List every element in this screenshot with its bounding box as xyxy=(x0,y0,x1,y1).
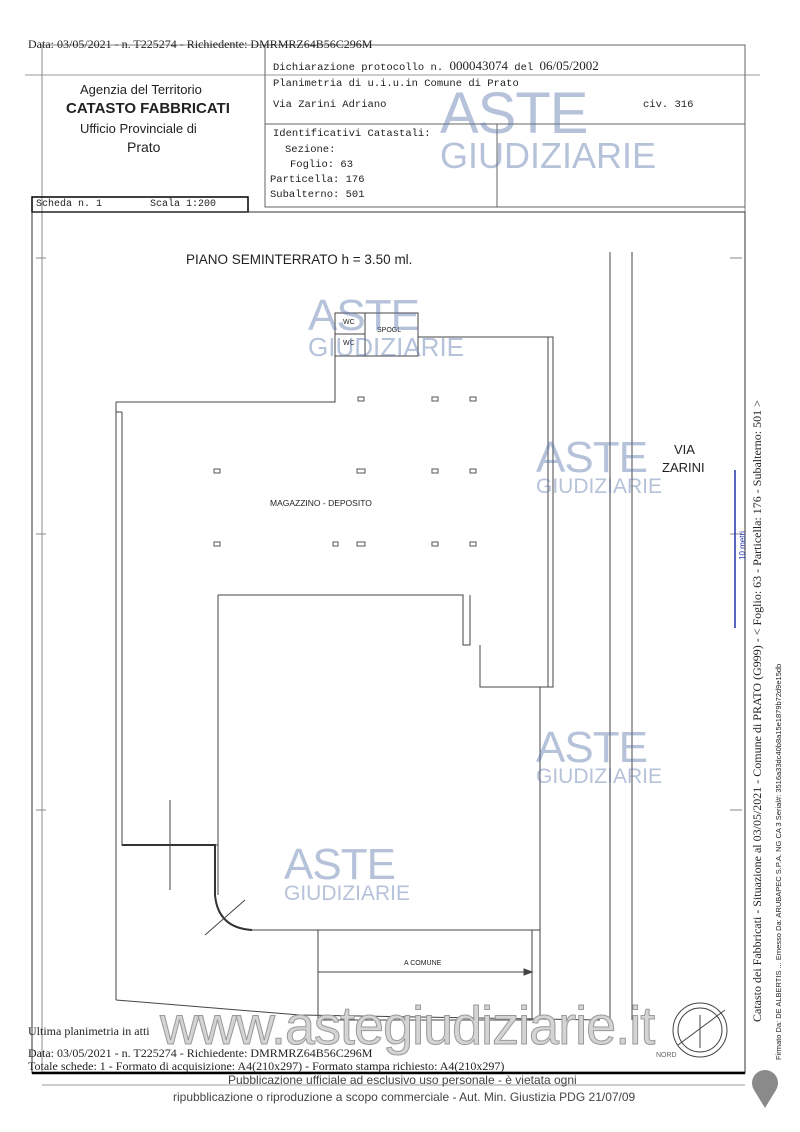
declaration-date: 06/05/2002 xyxy=(539,58,599,73)
scale-label: Scala 1:200 xyxy=(150,199,217,210)
office-label: Ufficio Provinciale di xyxy=(80,121,197,136)
civic-number: civ. 316 xyxy=(643,99,694,111)
foglio: Foglio: 63 xyxy=(290,159,354,171)
publication-notice-2: ripubblicazione o riproduzione a scopo c… xyxy=(173,1090,636,1104)
common-area-label: A COMUNE xyxy=(404,960,442,967)
watermark-giudiziarie: GIUDIZIARIE xyxy=(308,331,465,362)
watermark-aste: ASTE xyxy=(284,840,396,889)
watermark-aste: ASTE xyxy=(536,433,648,482)
declaration-number: 000043074 xyxy=(449,58,508,73)
plan-description: Planimetria di u.i.u.in Comune di Prato xyxy=(273,78,519,90)
watermark-giudiziarie: GIUDIZIARIE xyxy=(536,764,663,788)
side-digital-signature: Firmato Da: DE ALBERTIS ... Emesso Da: A… xyxy=(774,663,783,1060)
street-label-via: VIA xyxy=(674,442,695,457)
floor-title: PIANO SEMINTERRATO h = 3.50 ml. xyxy=(186,252,413,267)
top-request-line: Data: 03/05/2021 - n. T225274 - Richiede… xyxy=(28,37,373,51)
north-label: NORD xyxy=(656,1052,677,1059)
side-catasto-info: Catasto dei Fabbricati - Situazione al 0… xyxy=(750,400,764,1022)
scheda-number: Scheda n. 1 xyxy=(36,199,103,210)
address: Via Zarini Adriano xyxy=(273,99,387,111)
room-label-wc-2: WC xyxy=(343,340,355,347)
footer-data-line: Data: 03/05/2021 - n. T225274 - Richiede… xyxy=(28,1046,373,1060)
ids-title: Identificativi Catastali: xyxy=(273,128,431,140)
catasto-title: CATASTO FABBRICATI xyxy=(66,100,230,117)
watermark-aste: ASTE xyxy=(536,723,648,772)
watermark-giudiziarie: GIUDIZIARIE xyxy=(536,474,663,498)
watermark-aste: ASTE xyxy=(308,291,420,340)
last-plan-note: Ultima planimetria in atti xyxy=(28,1024,150,1038)
sezione: Sezione: xyxy=(285,144,336,156)
room-label-wc-1: WC xyxy=(343,319,355,326)
footer-totals: Totale schede: 1 - Formato di acquisizio… xyxy=(28,1059,505,1073)
watermark-aste: ASTE xyxy=(440,81,589,146)
watermark-giudiziarie: GIUDIZIARIE xyxy=(284,881,411,905)
street-label-zarini: ZARINI xyxy=(662,460,705,475)
subalterno: Subalterno: 501 xyxy=(270,189,365,201)
declaration-label: Dichiarazione protocollo n. xyxy=(273,62,444,74)
declaration-del: del xyxy=(514,62,534,74)
seal-ribbon-icon xyxy=(754,1090,776,1108)
declaration-line: Dichiarazione protocollo n. 000043074 de… xyxy=(273,58,599,74)
room-label-magazzino: MAGAZZINO - DEPOSITO xyxy=(270,498,372,508)
particella: Particella: 176 xyxy=(270,174,365,186)
agency-name: Agenzia del Territorio xyxy=(80,82,202,97)
watermark-url: www.astegiudiziarie.it xyxy=(159,996,655,1057)
room-label-spogliatoio: SPOGL xyxy=(377,327,402,334)
watermark-giudiziarie: GIUDIZIARIE xyxy=(440,135,657,177)
scale-bar-label: 10 metri xyxy=(738,531,747,560)
publication-notice-1: Pubblicazione ufficiale ad esclusivo uso… xyxy=(228,1073,577,1087)
office-city: Prato xyxy=(127,139,161,155)
